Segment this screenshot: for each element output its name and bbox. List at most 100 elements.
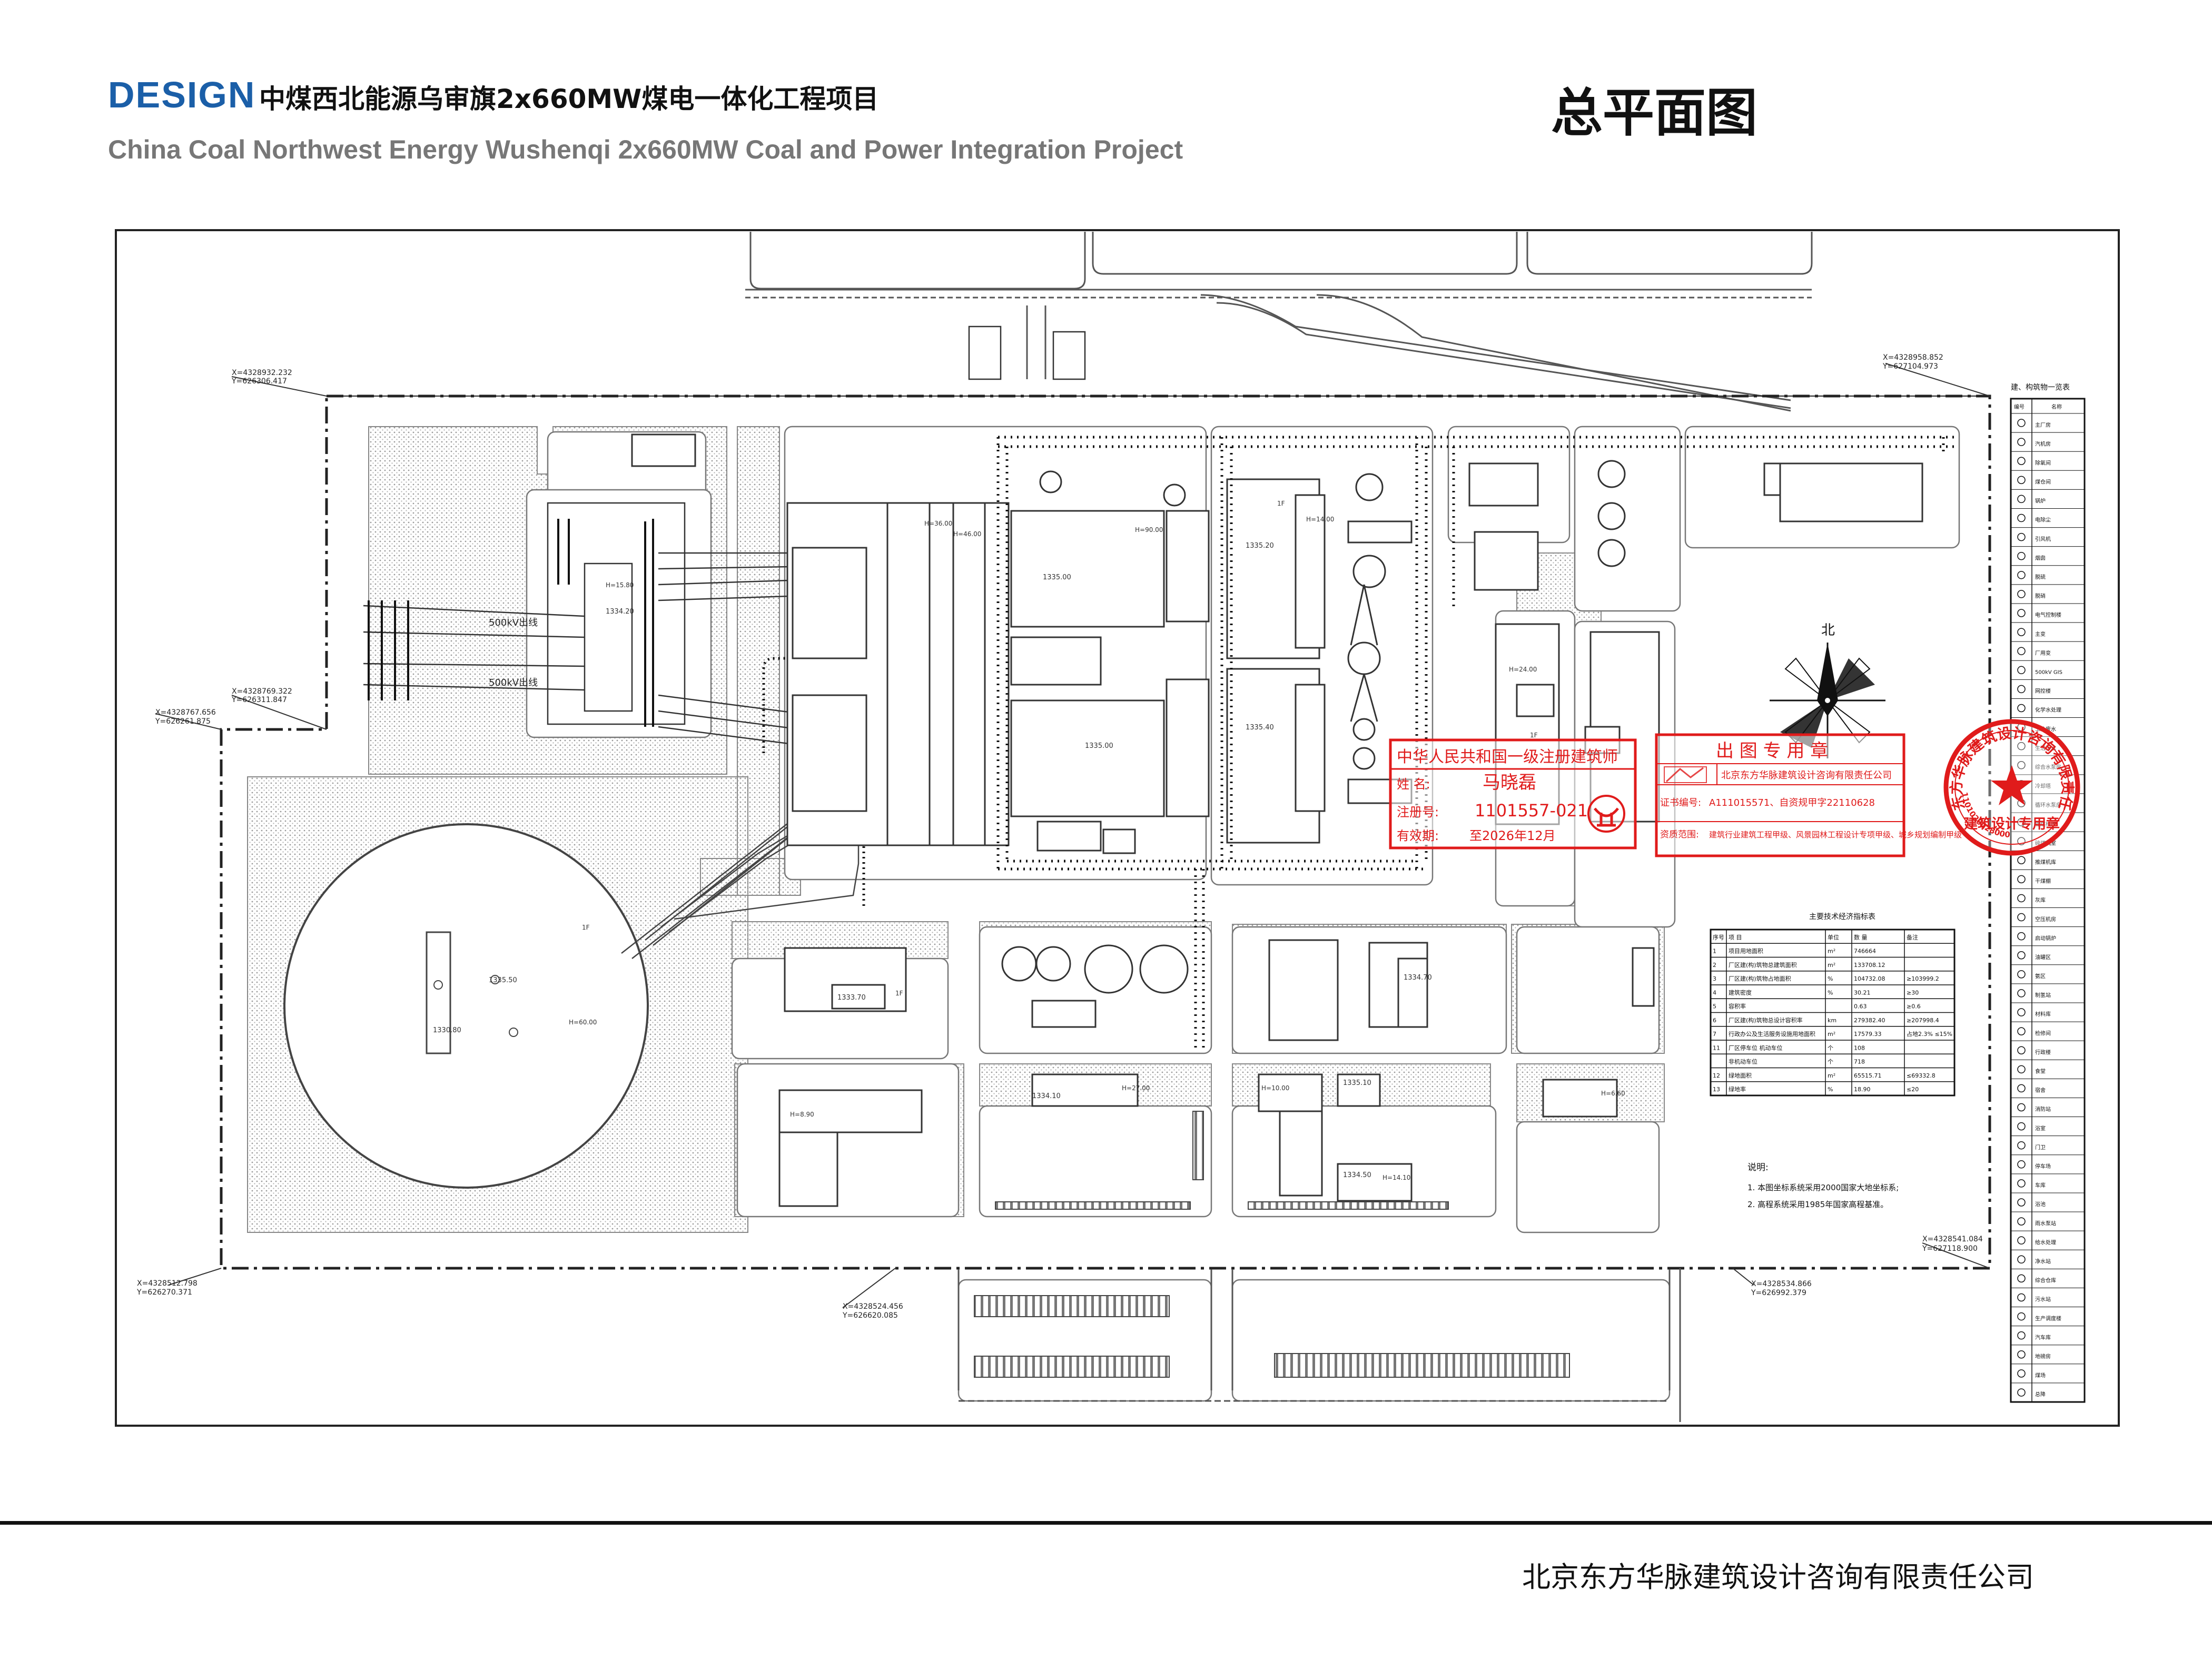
legend-marker-icon: [2017, 932, 2026, 941]
elev-label: 1334.10: [1032, 1092, 1061, 1100]
notes-block: 说明: 1. 本图坐标系统采用2000国家大地坐标系; 2. 高程系统采用198…: [1747, 1162, 1899, 1209]
height-label: H=27.00: [1122, 1084, 1150, 1092]
height-labels: H=15.80 H=36.00 H=46.00 H=90.00 H=60.00 …: [569, 516, 1625, 1181]
coord-y: Y=627118.900: [1922, 1245, 1978, 1253]
legend-item: 净水站: [2035, 1258, 2051, 1265]
legend-item: 干煤棚: [2035, 878, 2051, 885]
legend-marker-icon: [2017, 970, 2026, 979]
legend-item: 烟囱: [2035, 555, 2046, 561]
line-label-2: 500kV出线: [489, 677, 538, 688]
indicator-cell: ≤20: [1907, 1086, 1919, 1093]
legend-marker-icon: [2017, 913, 2026, 922]
coord-y: Y=626306.417: [231, 377, 287, 386]
indicator-cell: 厂区停车位 机动车位: [1729, 1044, 1783, 1051]
legend-header-no: 编号: [2014, 403, 2025, 410]
floor-label: 1F: [582, 924, 590, 931]
coord-x: X=4328958.852: [1883, 353, 1943, 362]
cert-label: 证书编号:: [1660, 797, 1701, 808]
legend-marker-icon: [2017, 609, 2026, 617]
coord-x: X=4328512.798: [137, 1279, 197, 1288]
floor-label: 1F: [895, 990, 903, 997]
legend-marker-icon: [2017, 742, 2026, 750]
notes-title: 说明:: [1747, 1162, 1769, 1173]
indicator-cell: 279382.40: [1854, 1017, 1885, 1024]
legend-item: 网控楼: [2035, 688, 2051, 695]
legend-item: 冷却塔: [2035, 783, 2051, 789]
indicator-table-title: 主要技术经济指标表: [1809, 913, 1875, 921]
legend-marker-icon: [2017, 551, 2026, 560]
indicator-cell: %: [1828, 975, 1833, 982]
elev-label: 1335.20: [1246, 542, 1274, 550]
legend-marker-icon: [2017, 495, 2026, 503]
external-roads: [745, 232, 1813, 412]
seal-star-icon: [1991, 765, 2033, 805]
legend-item: 消防站: [2035, 1106, 2051, 1113]
legend-item: 浴室: [2035, 1125, 2046, 1132]
coord-y: Y=627104.973: [1882, 362, 1938, 371]
legend-marker-icon: [2017, 590, 2026, 598]
legend-item: 空压机房: [2035, 916, 2056, 923]
indicator-cell: 4: [1713, 989, 1716, 996]
elev-label: 1335.40: [1246, 724, 1274, 732]
elev-label: 1333.70: [837, 994, 866, 1002]
legend-item: 除氧间: [2035, 459, 2051, 466]
indicator-header-cell: 项 目: [1729, 934, 1742, 941]
legend-item: 车库: [2035, 1182, 2046, 1189]
legend-item: 锅炉: [2035, 498, 2046, 505]
legend-marker-icon: [2017, 1236, 2026, 1245]
legend-item: 材料库: [2035, 1011, 2051, 1018]
coord-y: Y=626620.085: [842, 1311, 898, 1320]
coord-y: Y=626992.379: [1751, 1289, 1806, 1297]
legend-item: 食堂: [2035, 1068, 2046, 1075]
stamp-name: 马晓磊: [1483, 772, 1536, 793]
coord-y: Y=626261.875: [155, 717, 211, 726]
indicator-cell: 绿地率: [1729, 1085, 1746, 1093]
indicator-cell: ≤69332.8: [1907, 1072, 1935, 1079]
indicator-cell: 7: [1713, 1031, 1716, 1038]
indicator-cell: m²: [1828, 1072, 1835, 1079]
coord-y: Y=626270.371: [136, 1288, 192, 1297]
legend-marker-icon: [2017, 438, 2026, 446]
legend-marker-icon: [2017, 628, 2026, 636]
company-seal: 北京东方华脉建筑设计咨询有限责任公司 1101020028000 建筑设计专用章: [1943, 719, 2080, 856]
legend-item: 汽机房: [2035, 440, 2051, 447]
legend-item: 电除尘: [2035, 517, 2051, 524]
elev-label: 1335.50: [489, 976, 517, 984]
legend-item: 脱硝: [2035, 592, 2046, 599]
legend-item: 主变: [2035, 630, 2046, 637]
legend-marker-icon: [2017, 989, 2026, 998]
legend-marker-icon: [2017, 837, 2026, 845]
legend-item: 综合仓库: [2035, 1277, 2056, 1284]
legend-marker-icon: [2017, 1198, 2026, 1207]
indicator-cell: 12: [1713, 1072, 1720, 1079]
legend-item: 汽车库: [2035, 1334, 2051, 1341]
legend-item: 油罐区: [2035, 954, 2051, 961]
legend-item: 煤仓间: [2035, 479, 2051, 486]
height-label: H=6.60: [1601, 1090, 1625, 1097]
indicator-cell: 108: [1854, 1044, 1865, 1051]
legend-marker-icon: [2017, 894, 2026, 903]
legend-marker-icon: [2017, 476, 2026, 485]
legend-marker-icon: [2017, 1293, 2026, 1302]
indicator-cell: 65515.71: [1854, 1072, 1882, 1079]
legend-marker-icon: [2017, 457, 2026, 465]
legend-item: 脱硫: [2035, 574, 2046, 580]
indicator-cell: 项目用地面积: [1729, 948, 1763, 955]
legend-title: 建、构筑物一览表: [2011, 383, 2070, 392]
legend-item: 煤场: [2035, 1372, 2046, 1379]
legend-item: 总降: [2035, 1391, 2046, 1398]
legend-item: 电气控制楼: [2035, 611, 2061, 618]
indicator-cell: ≥103999.2: [1907, 975, 1939, 982]
stamp-reg-label: 注册号:: [1397, 805, 1439, 819]
legend-item: 500kV GIS: [2035, 670, 2062, 676]
elev-label: 1335.00: [1043, 574, 1071, 581]
height-label: H=36.00: [924, 520, 952, 527]
legend-marker-icon: [2017, 856, 2026, 865]
elev-label: 1330.80: [433, 1026, 461, 1034]
legend-marker-icon: [2017, 1065, 2026, 1074]
switchyard: [363, 502, 822, 749]
height-label: H=8.90: [790, 1111, 814, 1118]
legend-item: 推煤机库: [2035, 858, 2056, 865]
floor-labels: 1F 1F 1F 1F: [582, 500, 1538, 997]
legend-marker-icon: [2017, 532, 2026, 541]
